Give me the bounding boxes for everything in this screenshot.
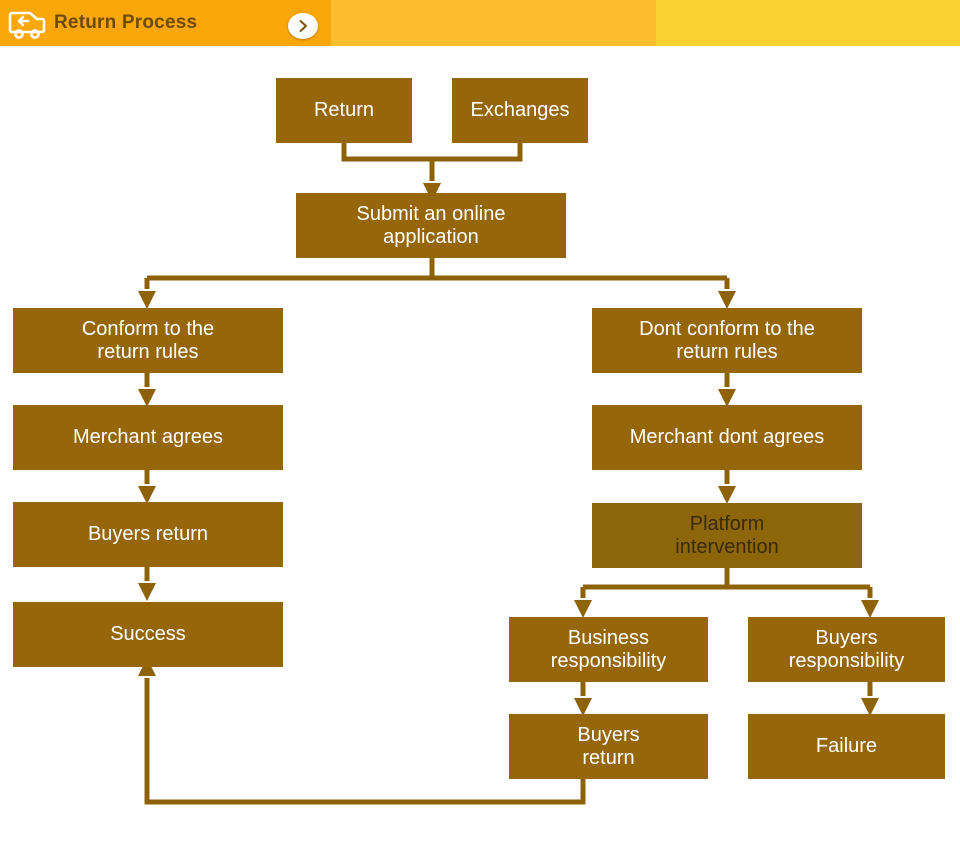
node-buyers-return-secondary[interactable]: Buyers return	[509, 714, 708, 779]
node-label: Return	[313, 99, 375, 121]
node-buyers-return[interactable]: Buyers return	[13, 502, 283, 567]
node-merchant-dont-agrees[interactable]: Merchant dont agrees	[592, 405, 862, 470]
node-label: Submit an online application	[356, 202, 506, 248]
node-label: Merchant agrees	[72, 426, 224, 448]
node-label: Buyers return	[577, 723, 640, 769]
chevron-right-icon	[295, 18, 311, 34]
node-label: Conform to the return rules	[81, 317, 215, 363]
node-label: Failure	[815, 735, 878, 757]
header-band-right	[656, 0, 960, 46]
header-band-left	[0, 0, 331, 46]
node-label: Platform intervention	[675, 512, 779, 558]
node-submit-online-application[interactable]: Submit an online application	[296, 193, 566, 258]
node-dont-conform-to-return-rules[interactable]: Dont conform to the return rules	[592, 308, 862, 373]
node-label: Success	[110, 623, 186, 645]
header-bar: Return Process	[0, 0, 960, 46]
node-label: Business responsibility	[550, 626, 667, 672]
node-label: Buyers return	[87, 523, 209, 545]
node-return[interactable]: Return	[276, 78, 412, 143]
node-success[interactable]: Success	[13, 602, 283, 667]
node-label: Dont conform to the return rules	[639, 317, 815, 363]
node-failure[interactable]: Failure	[748, 714, 945, 779]
return-truck-icon	[8, 5, 48, 41]
node-buyers-responsibility[interactable]: Buyers responsibility	[748, 617, 945, 682]
node-exchanges[interactable]: Exchanges	[452, 78, 588, 143]
node-platform-intervention[interactable]: Platform intervention	[592, 503, 862, 568]
flowchart: Return Exchanges Submit an online applic…	[0, 46, 960, 844]
node-business-responsibility[interactable]: Business responsibility	[509, 617, 708, 682]
node-label: Exchanges	[470, 99, 570, 121]
page-title: Return Process	[54, 12, 198, 33]
node-merchant-agrees[interactable]: Merchant agrees	[13, 405, 283, 470]
node-label: Merchant dont agrees	[629, 426, 825, 448]
header-band-middle	[331, 0, 656, 46]
next-button[interactable]	[288, 13, 318, 39]
node-conform-to-return-rules[interactable]: Conform to the return rules	[13, 308, 283, 373]
node-label: Buyers responsibility	[788, 626, 905, 672]
